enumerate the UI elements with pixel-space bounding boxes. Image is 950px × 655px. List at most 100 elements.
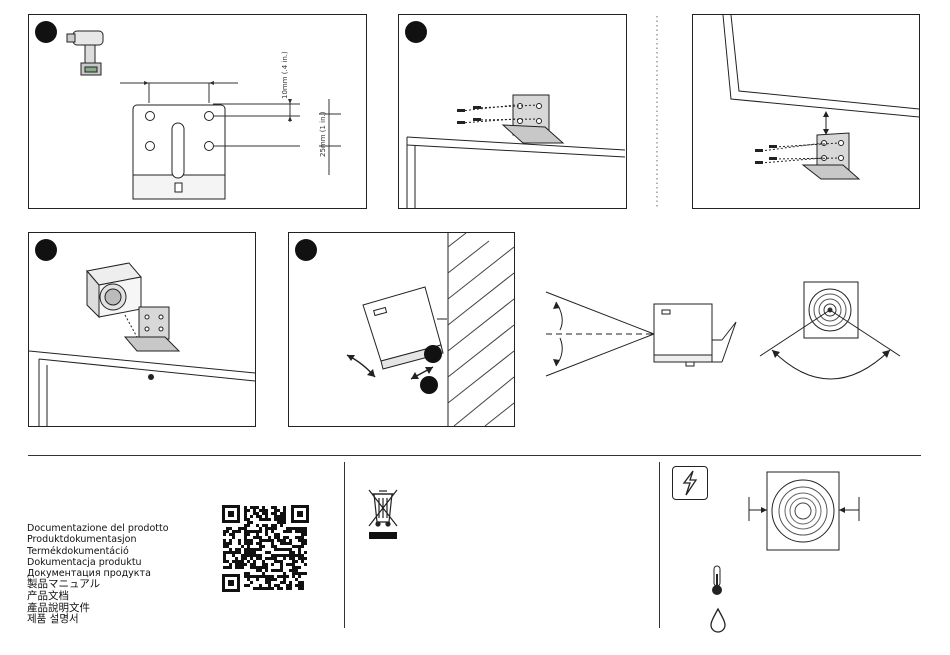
qr-module bbox=[247, 548, 250, 551]
qr-module bbox=[301, 533, 304, 536]
qr-module bbox=[283, 536, 286, 539]
qr-module bbox=[292, 560, 295, 563]
qr-module bbox=[265, 557, 268, 560]
qr-module bbox=[235, 566, 238, 569]
qr-module bbox=[256, 578, 259, 581]
qr-module bbox=[259, 548, 262, 551]
qr-module bbox=[247, 518, 250, 521]
qr-module bbox=[223, 542, 226, 545]
qr-module bbox=[259, 539, 262, 542]
qr-module bbox=[274, 509, 277, 512]
qr-module bbox=[265, 575, 268, 578]
qr-module bbox=[247, 521, 250, 524]
qr-module bbox=[265, 587, 268, 590]
qr-module bbox=[265, 530, 268, 533]
qr-module bbox=[223, 530, 226, 533]
qr-module bbox=[289, 539, 292, 542]
qr-module bbox=[280, 563, 283, 566]
qr-module bbox=[253, 563, 256, 566]
qr-module bbox=[274, 560, 277, 563]
qr-module bbox=[223, 539, 226, 542]
qr-module bbox=[295, 569, 298, 572]
qr-module bbox=[265, 524, 268, 527]
qr-module bbox=[280, 521, 283, 524]
qr-module bbox=[280, 542, 283, 545]
qr-module bbox=[250, 530, 253, 533]
qr-module bbox=[277, 584, 280, 587]
qr-module bbox=[247, 578, 250, 581]
qr-module bbox=[283, 575, 286, 578]
qr-module bbox=[274, 545, 277, 548]
qr-module bbox=[235, 548, 238, 551]
qr-module bbox=[226, 530, 229, 533]
qr-module bbox=[271, 530, 274, 533]
qr-module bbox=[241, 527, 244, 530]
qr-module bbox=[298, 548, 301, 551]
qr-module bbox=[292, 545, 295, 548]
qr-module bbox=[247, 533, 250, 536]
qr-module bbox=[247, 530, 250, 533]
qr-module bbox=[250, 521, 253, 524]
qr-module bbox=[277, 521, 280, 524]
qr-module bbox=[238, 539, 241, 542]
qr-module bbox=[268, 581, 271, 584]
qr-module bbox=[298, 566, 301, 569]
qr-module bbox=[250, 575, 253, 578]
qr-module bbox=[280, 518, 283, 521]
qr-module bbox=[274, 515, 277, 518]
qr-module bbox=[286, 536, 289, 539]
qr-module bbox=[301, 542, 304, 545]
qr-module bbox=[295, 530, 298, 533]
qr-module bbox=[265, 509, 268, 512]
qr-module bbox=[265, 569, 268, 572]
qr-module bbox=[232, 536, 235, 539]
qr-module bbox=[280, 539, 283, 542]
qr-module bbox=[253, 506, 256, 509]
qr-module bbox=[271, 512, 274, 515]
qr-module bbox=[298, 545, 301, 548]
qr-module bbox=[304, 557, 307, 560]
qr-module bbox=[244, 506, 247, 509]
qr-module bbox=[301, 527, 304, 530]
qr-module bbox=[247, 554, 250, 557]
product-documentation-list: Documentazione del prodotto Produktdokum… bbox=[27, 523, 169, 626]
qr-module bbox=[235, 557, 238, 560]
qr-module bbox=[226, 545, 229, 548]
qr-module bbox=[286, 542, 289, 545]
qr-module bbox=[304, 527, 307, 530]
qr-module bbox=[271, 554, 274, 557]
qr-module bbox=[250, 566, 253, 569]
qr-module bbox=[280, 581, 283, 584]
qr-module bbox=[286, 584, 289, 587]
qr-module bbox=[256, 524, 259, 527]
qr-module bbox=[247, 539, 250, 542]
qr-module bbox=[250, 515, 253, 518]
qr-module bbox=[247, 572, 250, 575]
qr-module bbox=[256, 557, 259, 560]
qr-module bbox=[262, 506, 265, 509]
qr-module bbox=[283, 581, 286, 584]
qr-module bbox=[301, 560, 304, 563]
qr-module bbox=[223, 551, 226, 554]
qr-module bbox=[256, 542, 259, 545]
qr-module bbox=[244, 542, 247, 545]
qr-module bbox=[301, 587, 304, 590]
qr-module bbox=[229, 533, 232, 536]
qr-module bbox=[250, 551, 253, 554]
qr-module bbox=[238, 527, 241, 530]
qr-module bbox=[295, 572, 298, 575]
qr-module bbox=[283, 512, 286, 515]
qr-module bbox=[235, 560, 238, 563]
qr-module bbox=[262, 572, 265, 575]
qr-module bbox=[274, 533, 277, 536]
qr-module bbox=[268, 557, 271, 560]
qr-module bbox=[298, 581, 301, 584]
qr-module bbox=[286, 575, 289, 578]
qr-module bbox=[277, 533, 280, 536]
qr-module bbox=[301, 530, 304, 533]
qr-module bbox=[253, 512, 256, 515]
qr-module bbox=[289, 548, 292, 551]
qr-module bbox=[280, 587, 283, 590]
qr-module bbox=[235, 551, 238, 554]
qr-module bbox=[298, 557, 301, 560]
